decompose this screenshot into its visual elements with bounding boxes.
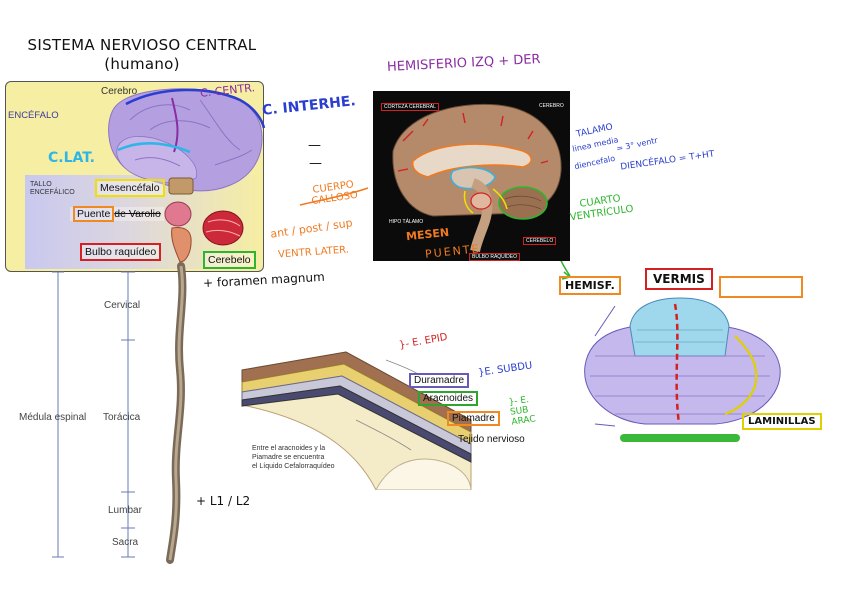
page-title: SISTEMA NERVIOSO CENTRAL (humano) (12, 36, 272, 74)
meninges-note-line2: Piamadre se encuentra (252, 454, 325, 461)
label-medula: Médula espinal (19, 412, 87, 423)
photo-label-cerebelo: CEREBELO (523, 237, 557, 245)
lateral-sulcus-line (117, 142, 191, 154)
label-puente-b: de Varolio (114, 208, 161, 220)
photo-label-bulbo: BULBO RAQUÍDEO (469, 253, 521, 261)
label-lumbar: Lumbar (108, 505, 142, 516)
note-l1l2: + L1 / L2 (196, 494, 251, 508)
box-laminillas: LAMINILLAS (742, 413, 822, 430)
label-cerebelo: Cerebelo (203, 251, 256, 269)
label-piamadre: Piamadre (447, 411, 500, 426)
medulla-shape (171, 227, 192, 263)
cerebellum-shape (202, 210, 244, 246)
label-bulbo: Bulbo raquídeo (80, 243, 162, 261)
title-line1: SISTEMA NERVIOSO CENTRAL (27, 36, 257, 54)
interhemispheric-line (125, 88, 266, 129)
box-empty (719, 276, 803, 298)
box-hemisf: HEMISF. (559, 276, 621, 295)
title-line2: (humano) (104, 55, 180, 73)
meninges-note-line1: Entre el aracnoides y la (252, 445, 326, 452)
label-toracica: Torácica (103, 412, 141, 423)
label-sacra: Sacra (112, 537, 139, 548)
sagittal-brain-photo: CORTEZA CEREBRAL CEREBRO HIPO TÁLAMO CER… (373, 91, 570, 261)
meninges-note: Entre el aracnoides y la Piamadre se enc… (252, 444, 335, 471)
photo-label-corteza: CORTEZA CEREBRAL (381, 103, 439, 111)
note-dash2: — (309, 156, 322, 171)
photo-label-hipotalamo: HIPO TÁLAMO (389, 219, 424, 225)
corpus-callosum-arrow (299, 187, 369, 206)
note-e-subarac: }- E. SUB ARAC (508, 395, 537, 428)
label-puente-a: Puente (73, 206, 115, 222)
box-vermis: VERMIS (645, 268, 713, 290)
label-encefalo: ENCÉFALO (8, 110, 59, 121)
note-dash1: — (308, 138, 321, 153)
brain-gyri (129, 99, 253, 167)
label-tejido: Tejido nervioso (458, 434, 525, 445)
label-tallo: TALLO ENCEFÁLICO (30, 181, 75, 196)
note-c-lat: C.LAT. (48, 150, 96, 166)
label-cervical: Cervical (104, 300, 141, 311)
mesencephalon-shape (168, 177, 194, 195)
meninges-drawing (241, 351, 472, 490)
label-mesencefalo: Mesencéfalo (95, 179, 165, 197)
meninges-note-line3: el Líquido Cefalorraquídeo (252, 463, 335, 470)
pons-shape (164, 201, 192, 227)
label-duramadre: Duramadre (409, 373, 470, 388)
label-aracnoides: Aracnoides (418, 391, 479, 406)
cerebellum-drawing (584, 297, 781, 442)
sagittal-brain-drawing (392, 103, 562, 253)
label-cerebro: Cerebro (101, 86, 138, 97)
photo-label-cerebro: CEREBRO (539, 103, 564, 109)
